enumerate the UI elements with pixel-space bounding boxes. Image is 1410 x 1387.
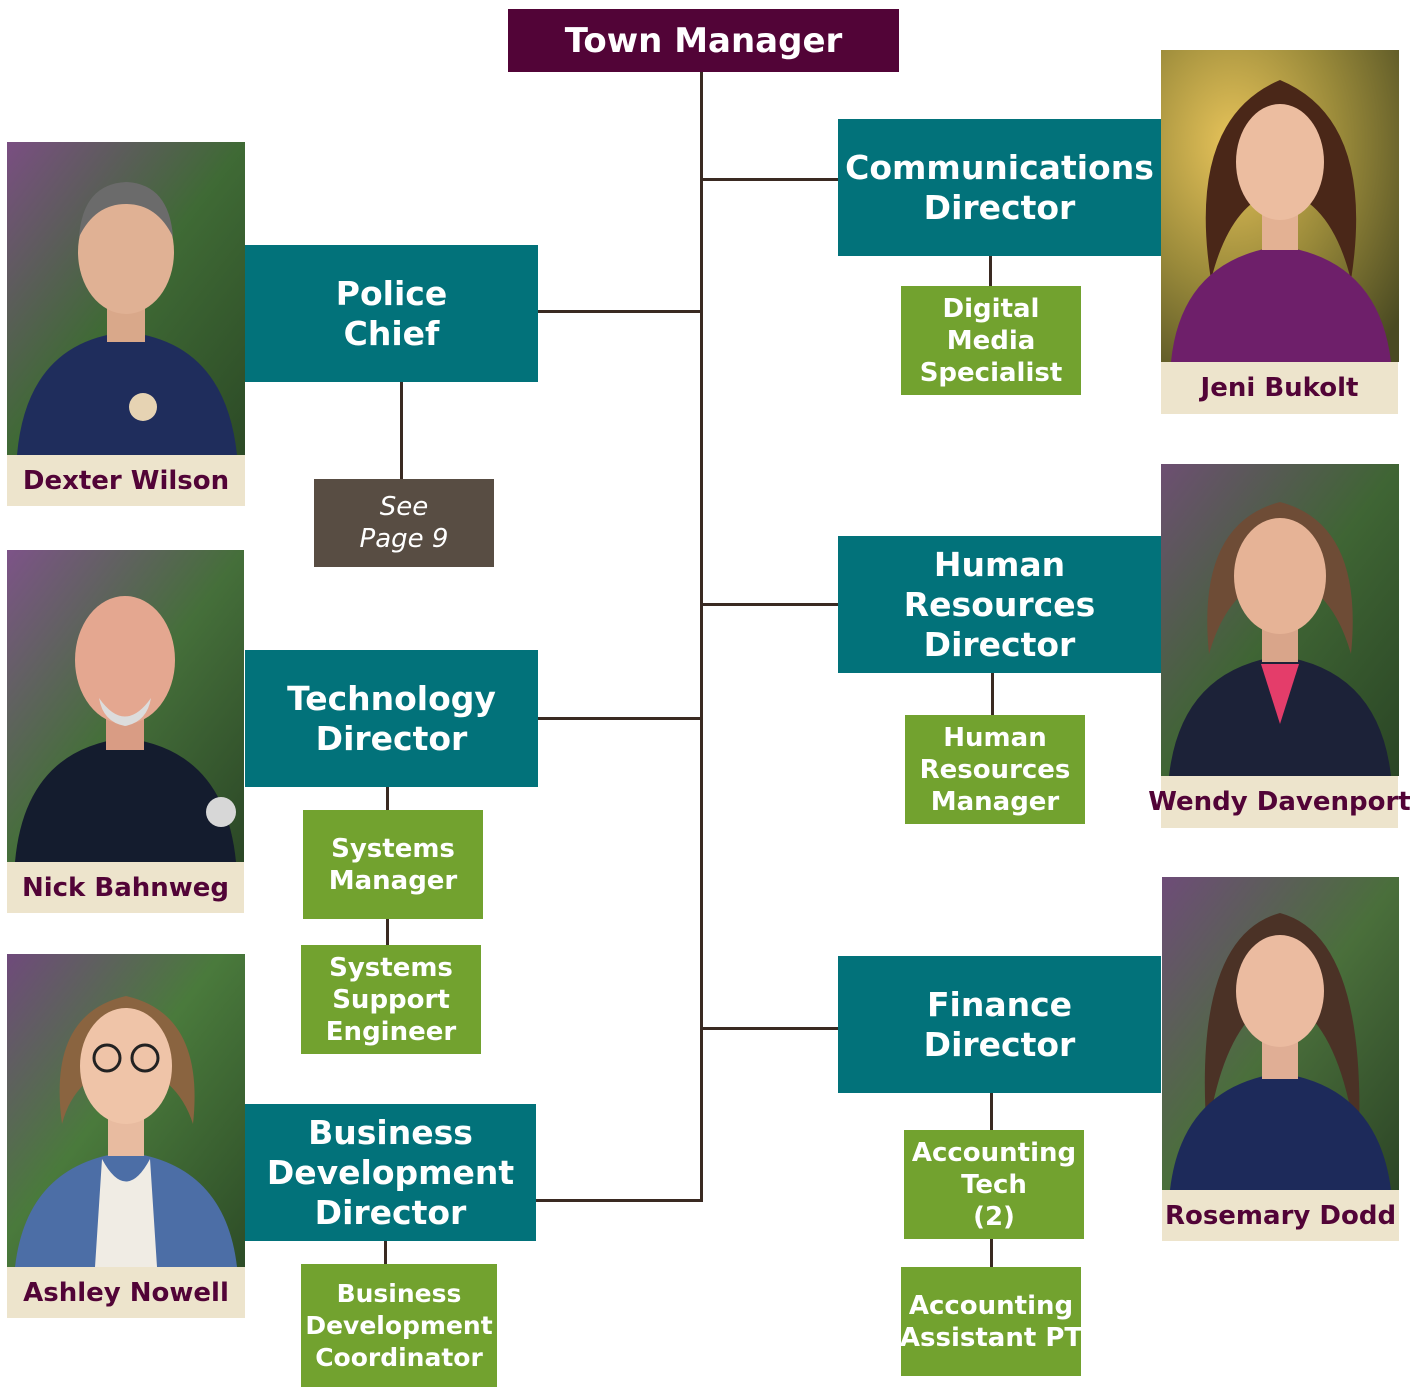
rosemary-dodd-name: Rosemary Dodd xyxy=(1162,1190,1399,1241)
communications-director-box: Communications Director xyxy=(838,119,1161,256)
hr-manager-line-1: Human xyxy=(943,722,1047,753)
finance-director-line-2: Director xyxy=(923,1024,1076,1064)
police-chief-line-1: Police xyxy=(335,273,448,313)
accounting-assistant-line-2: Assistant PT xyxy=(899,1322,1083,1353)
digital-media-line-2: Media xyxy=(946,325,1036,356)
nick-bahnweg-photo xyxy=(7,550,244,862)
systems-support-engineer-box: Systems Support Engineer xyxy=(301,945,481,1054)
hr-director-line-3: Director xyxy=(923,624,1076,664)
police-chief-line-2: Chief xyxy=(343,313,440,353)
jeni-bukolt-name: Jeni Bukolt xyxy=(1161,362,1398,414)
rosemary-dodd-photo xyxy=(1162,877,1399,1190)
hr-manager-box: Human Resources Manager xyxy=(905,715,1085,824)
finance-director-line-1: Finance xyxy=(926,984,1073,1024)
police-branch-line xyxy=(538,310,701,313)
communications-down-line xyxy=(989,256,992,288)
town-manager-label: Town Manager xyxy=(564,20,843,61)
business-down-line xyxy=(384,1241,387,1266)
business-director-line-2: Development xyxy=(266,1152,515,1192)
systems-support-line-1: Systems xyxy=(329,952,453,983)
bd-coordinator-line-1: Business xyxy=(336,1278,462,1308)
bd-coordinator-line-2: Development xyxy=(305,1310,493,1340)
accounting-tech-line-3: (2) xyxy=(973,1201,1015,1232)
dexter-wilson-photo xyxy=(7,142,245,455)
business-director-line-3: Director xyxy=(314,1192,467,1232)
see-page-9-box: See Page 9 xyxy=(314,479,494,567)
accounting-tech-box: Accounting Tech (2) xyxy=(904,1130,1084,1239)
communications-branch-line xyxy=(702,178,838,181)
digital-media-line-3: Specialist xyxy=(919,357,1063,388)
ashley-nowell-name: Ashley Nowell xyxy=(7,1267,245,1318)
communications-director-line-1: Communications xyxy=(845,147,1154,187)
hr-director-line-2: Resources xyxy=(903,584,1096,624)
business-director-line-1: Business xyxy=(308,1112,473,1152)
accounting-assistant-box: Accounting Assistant PT xyxy=(899,1267,1083,1376)
dexter-wilson-name: Dexter Wilson xyxy=(7,455,245,506)
technology-director-box: Technology Director xyxy=(245,650,538,787)
business-branch-line xyxy=(536,1199,703,1202)
wendy-davenport-name: Wendy Davenport xyxy=(1148,776,1410,828)
systems-manager-line-1: Systems xyxy=(331,833,455,864)
accounting-tech-line-2: Tech xyxy=(961,1169,1027,1200)
systems-support-line-3: Engineer xyxy=(325,1016,457,1047)
wendy-davenport-photo xyxy=(1161,464,1399,776)
systems-manager-box: Systems Manager xyxy=(303,810,483,919)
business-development-director-box: Business Development Director xyxy=(245,1104,536,1241)
hr-director-box: Human Resources Director xyxy=(838,536,1161,673)
see-page-line-2: Page 9 xyxy=(359,524,449,554)
systems-support-line-2: Support xyxy=(332,984,450,1015)
technology-branch-line xyxy=(538,717,701,720)
accounting-tech-line-1: Accounting xyxy=(911,1137,1077,1168)
technology-director-line-1: Technology xyxy=(287,678,496,718)
communications-director-line-2: Director xyxy=(923,187,1076,227)
town-manager-box: Town Manager xyxy=(508,9,899,72)
trunk-line xyxy=(700,72,703,1202)
police-down-line xyxy=(400,382,403,480)
bd-coordinator-line-3: Coordinator xyxy=(315,1342,483,1372)
technology-director-line-2: Director xyxy=(315,718,468,758)
jeni-bukolt-photo xyxy=(1161,50,1399,362)
accounting-assistant-line-1: Accounting xyxy=(908,1290,1074,1321)
hr-branch-line xyxy=(702,603,838,606)
hr-manager-line-2: Resources xyxy=(919,754,1071,785)
hr-director-line-1: Human xyxy=(933,544,1066,584)
business-development-coordinator-box: Business Development Coordinator xyxy=(301,1264,497,1387)
systems-manager-line-2: Manager xyxy=(328,865,458,896)
finance-director-box: Finance Director xyxy=(838,956,1161,1093)
finance-branch-line xyxy=(702,1027,838,1030)
nick-bahnweg-name: Nick Bahnweg xyxy=(7,862,244,913)
digital-media-specialist-box: Digital Media Specialist xyxy=(901,286,1081,395)
digital-media-line-1: Digital xyxy=(942,293,1040,324)
hr-manager-line-3: Manager xyxy=(930,786,1060,817)
police-chief-box: Police Chief xyxy=(245,245,538,382)
see-page-line-1: See xyxy=(379,492,429,522)
ashley-nowell-photo xyxy=(7,954,245,1267)
hr-down-line xyxy=(991,673,994,717)
